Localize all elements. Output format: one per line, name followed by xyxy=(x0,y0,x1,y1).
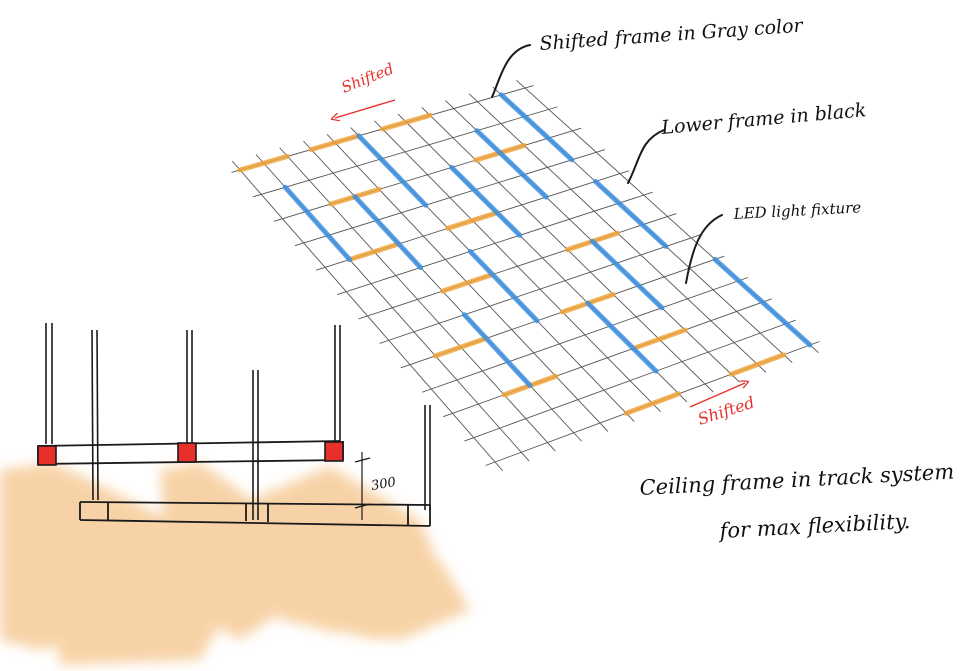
blue-segment xyxy=(449,164,523,238)
grid-line xyxy=(464,319,796,442)
grid-line xyxy=(379,234,701,344)
dimension-mark xyxy=(354,452,371,520)
orange-segment xyxy=(347,241,402,263)
blue-segment xyxy=(356,133,429,208)
led-fixtures xyxy=(37,441,344,466)
grid-line xyxy=(358,213,677,320)
label-shifted-top: Shifted xyxy=(339,59,397,96)
blue-segment xyxy=(590,238,665,311)
blue-segment xyxy=(461,312,533,389)
orange-segment xyxy=(380,112,433,132)
orange-segment xyxy=(432,335,489,359)
shifted-note-top: Shifted xyxy=(335,59,396,118)
blue-segment xyxy=(282,184,353,263)
label-led: LED light fixture xyxy=(732,198,861,223)
label-lower-black: Lower frame in black xyxy=(660,99,868,139)
caption-line-1: Ceiling frame in track system xyxy=(639,460,955,500)
blue-segment xyxy=(352,194,424,271)
label-shifted-gray: Shifted frame in Gray color xyxy=(539,15,805,55)
lower-frame xyxy=(79,501,431,527)
grid-line xyxy=(443,298,772,418)
orange-segment xyxy=(440,272,495,294)
grid-line xyxy=(421,277,749,393)
blue-segment xyxy=(474,128,549,200)
leader-lines xyxy=(491,44,723,284)
shifted-note-bottom: Shifted xyxy=(689,383,757,429)
blue-segment xyxy=(585,300,659,374)
caption-line-2: for max flexibility. xyxy=(717,509,911,543)
orange-segment xyxy=(630,327,688,351)
orange-segment xyxy=(445,210,500,231)
orange-segment xyxy=(308,133,362,152)
orange-segment xyxy=(237,153,290,173)
label-shifted-bottom: Shifted xyxy=(695,393,756,429)
blue-segment xyxy=(498,92,575,163)
blue-segment xyxy=(712,256,813,348)
blue-frame-segments xyxy=(282,92,813,389)
blue-segment xyxy=(467,248,540,324)
orange-segment xyxy=(728,352,787,377)
dimension-label: 300 xyxy=(370,475,397,494)
orange-segment xyxy=(623,391,682,416)
light-wash xyxy=(0,462,470,665)
section-elevation: 300 xyxy=(0,323,470,665)
blue-segment xyxy=(592,178,669,249)
hanger-rods xyxy=(45,323,431,520)
